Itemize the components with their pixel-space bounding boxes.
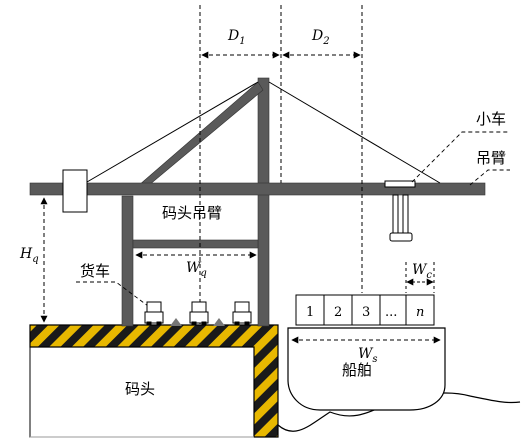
d2-label: D2: [311, 28, 330, 47]
ship-label: 船舶: [342, 361, 372, 379]
boom-leader: [469, 169, 510, 186]
ws-label: Ws: [358, 346, 378, 365]
hq-label: Hq: [19, 246, 39, 265]
bay-2: 2: [334, 305, 342, 320]
wc-label: Wc: [412, 262, 432, 281]
wq-label: Wq: [186, 260, 207, 279]
counterweight: [62, 169, 88, 213]
stay-cables: [86, 81, 441, 184]
d1-label: D1: [227, 28, 246, 47]
ship-hull: [287, 327, 446, 411]
trucks: [144, 301, 252, 326]
truck-leader: [76, 281, 149, 307]
truck-2: [189, 301, 209, 326]
truck-3: [232, 301, 252, 326]
quay-label: 码头: [125, 380, 155, 398]
quay-boom-label: 码头吊臂: [162, 204, 222, 222]
truck-1: [144, 301, 164, 326]
boom-label: 吊臂: [476, 149, 506, 167]
wheel-chocks: [170, 318, 225, 326]
quay: [29, 324, 279, 438]
bay-n: n: [416, 305, 424, 320]
trolley: [384, 180, 416, 242]
trolley-label: 小车: [476, 110, 506, 128]
d-guides: [199, 5, 363, 325]
bay-1: 1: [306, 305, 314, 320]
bay-3: 3: [362, 305, 370, 320]
bay-ellipsis: ...: [385, 305, 397, 320]
trolley-leader: [411, 131, 510, 183]
ship-bays: [295, 294, 435, 326]
crane-frame: [29, 77, 486, 327]
truck-label: 货车: [80, 262, 110, 280]
